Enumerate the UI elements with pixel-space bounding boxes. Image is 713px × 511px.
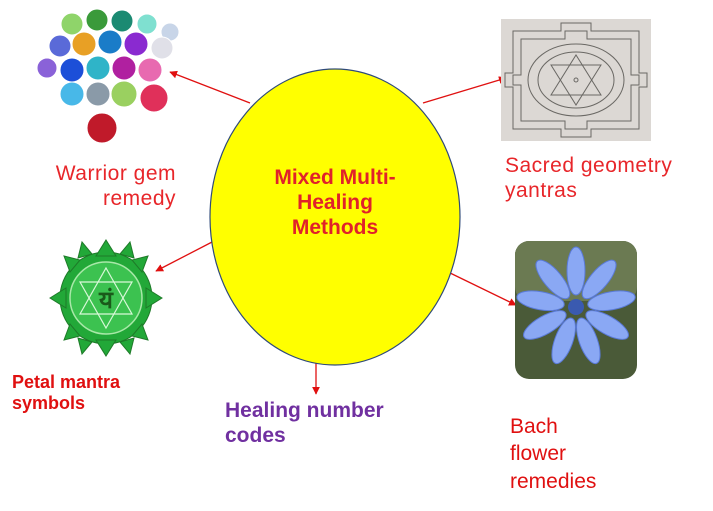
- mantra-label: Petal mantra symbols: [12, 372, 121, 414]
- arrow-to-gems: [169, 70, 251, 104]
- numbers-label: Healing number codes: [225, 399, 384, 447]
- center-ellipse: [209, 68, 461, 366]
- bach-label: Bach flower remedies: [510, 415, 597, 493]
- chakra-image: यं: [49, 239, 163, 357]
- yantra-label: Sacred geometry yantras: [505, 154, 673, 202]
- arrow-to-yantra: [422, 76, 507, 104]
- arrow-to-mantra: [155, 240, 215, 272]
- gemstones-image: [36, 8, 180, 144]
- arrow-to-bach: [445, 270, 517, 306]
- gem: [36, 8, 180, 144]
- svg-text:यं: यं: [98, 286, 114, 314]
- flower-image: [515, 241, 637, 379]
- center-title: Mixed Multi- Healing Methods: [274, 166, 396, 239]
- yantra-image: [501, 19, 651, 141]
- gems-label: Warrior gem remedy: [55, 162, 176, 210]
